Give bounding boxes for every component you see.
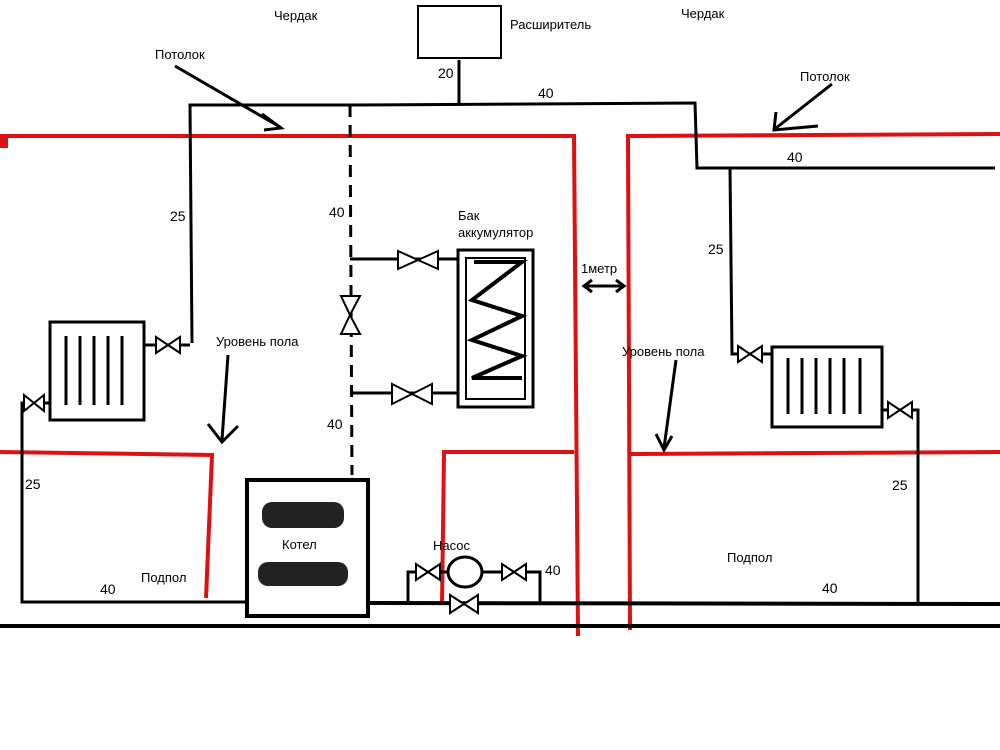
floor-left-arrow <box>220 354 230 441</box>
pipe-size-labels: 20 40 40 40 40 25 25 25 25 40 40 40 <box>25 65 908 597</box>
valve-icon <box>737 344 763 364</box>
valve-icon <box>155 335 181 355</box>
pipe-size-label: 40 <box>822 580 838 596</box>
pipe-size-label: 40 <box>327 416 343 432</box>
floor-right-arrowhead <box>654 433 674 454</box>
expander-tank <box>417 5 502 59</box>
pipe-size-label: 40 <box>545 562 561 578</box>
floor-right-arrow <box>662 359 678 449</box>
valve-icon <box>501 562 527 582</box>
pipe-size-label: 20 <box>438 65 454 81</box>
ceiling-left-arrow <box>174 64 281 129</box>
tank-coil-icon <box>466 260 528 380</box>
ceiling-left-arrowhead <box>261 112 285 132</box>
expander-label: Расширитель <box>510 17 591 32</box>
left-radiator <box>48 320 146 422</box>
pipe-size-label: 40 <box>538 85 554 101</box>
pointer-arrows <box>174 64 833 454</box>
ceiling-line-right <box>625 132 1000 631</box>
valve-icon <box>449 593 479 615</box>
text-labels: Чердак Чердак Расширитель Потолок Потоло… <box>141 6 850 585</box>
valve-icon <box>23 392 45 414</box>
floor-line-left <box>0 450 215 599</box>
floor-left-arrowhead <box>206 423 240 445</box>
valve-icon <box>397 249 439 271</box>
pipe-size-label: 25 <box>708 241 724 257</box>
valve-icon <box>339 295 362 335</box>
attic-left-label: Чердак <box>274 8 318 23</box>
wall-corner-mark <box>0 136 8 148</box>
distance-label: 1метр <box>581 261 617 276</box>
attic-right-label: Чердак <box>681 6 725 21</box>
ceiling-right-label: Потолок <box>800 69 850 84</box>
tank-label-line1: Бак <box>458 208 480 223</box>
subfloor-right-label: Подпол <box>727 550 772 565</box>
pipe-size-label: 40 <box>100 581 116 597</box>
ceiling-left-label: Потолок <box>155 47 205 62</box>
right-radiator <box>770 345 884 429</box>
subfloor-left-label: Подпол <box>141 570 186 585</box>
pump-icon <box>446 555 484 589</box>
valve-icon <box>391 382 433 406</box>
top-main-pipe <box>188 101 995 344</box>
pipe-size-label: 40 <box>787 149 803 165</box>
pipe-size-label: 40 <box>329 204 345 220</box>
floor-line-right <box>627 450 1000 456</box>
distance-arrowhead-left <box>581 278 593 294</box>
ceiling-right-arrow <box>775 82 833 130</box>
accumulator-tank <box>456 248 535 409</box>
pipe-size-label: 25 <box>170 208 186 224</box>
pump-label: Насос <box>433 538 470 553</box>
ceiling-right-arrowhead <box>772 111 819 132</box>
valve-icon <box>415 562 441 582</box>
floor-line-middle <box>440 450 574 606</box>
boiler-burner-lower <box>258 562 348 586</box>
boiler <box>245 478 370 618</box>
valve-icon <box>887 400 913 420</box>
pipe-size-label: 25 <box>25 476 41 492</box>
tank-label-line2: аккумулятор <box>458 225 533 240</box>
floor-level-left-label: Уровень пола <box>216 334 299 349</box>
right-radiator-supply <box>728 167 772 356</box>
floor-level-right-label: Уровень пола <box>622 344 705 359</box>
boiler-label: Котел <box>282 537 317 552</box>
pipe-size-label: 25 <box>892 477 908 493</box>
distance-arrowhead-right <box>615 278 627 294</box>
right-radiator-return <box>882 408 920 605</box>
valves <box>23 249 913 615</box>
central-riser-pipe <box>348 104 354 476</box>
boiler-burner-upper <box>262 502 344 528</box>
